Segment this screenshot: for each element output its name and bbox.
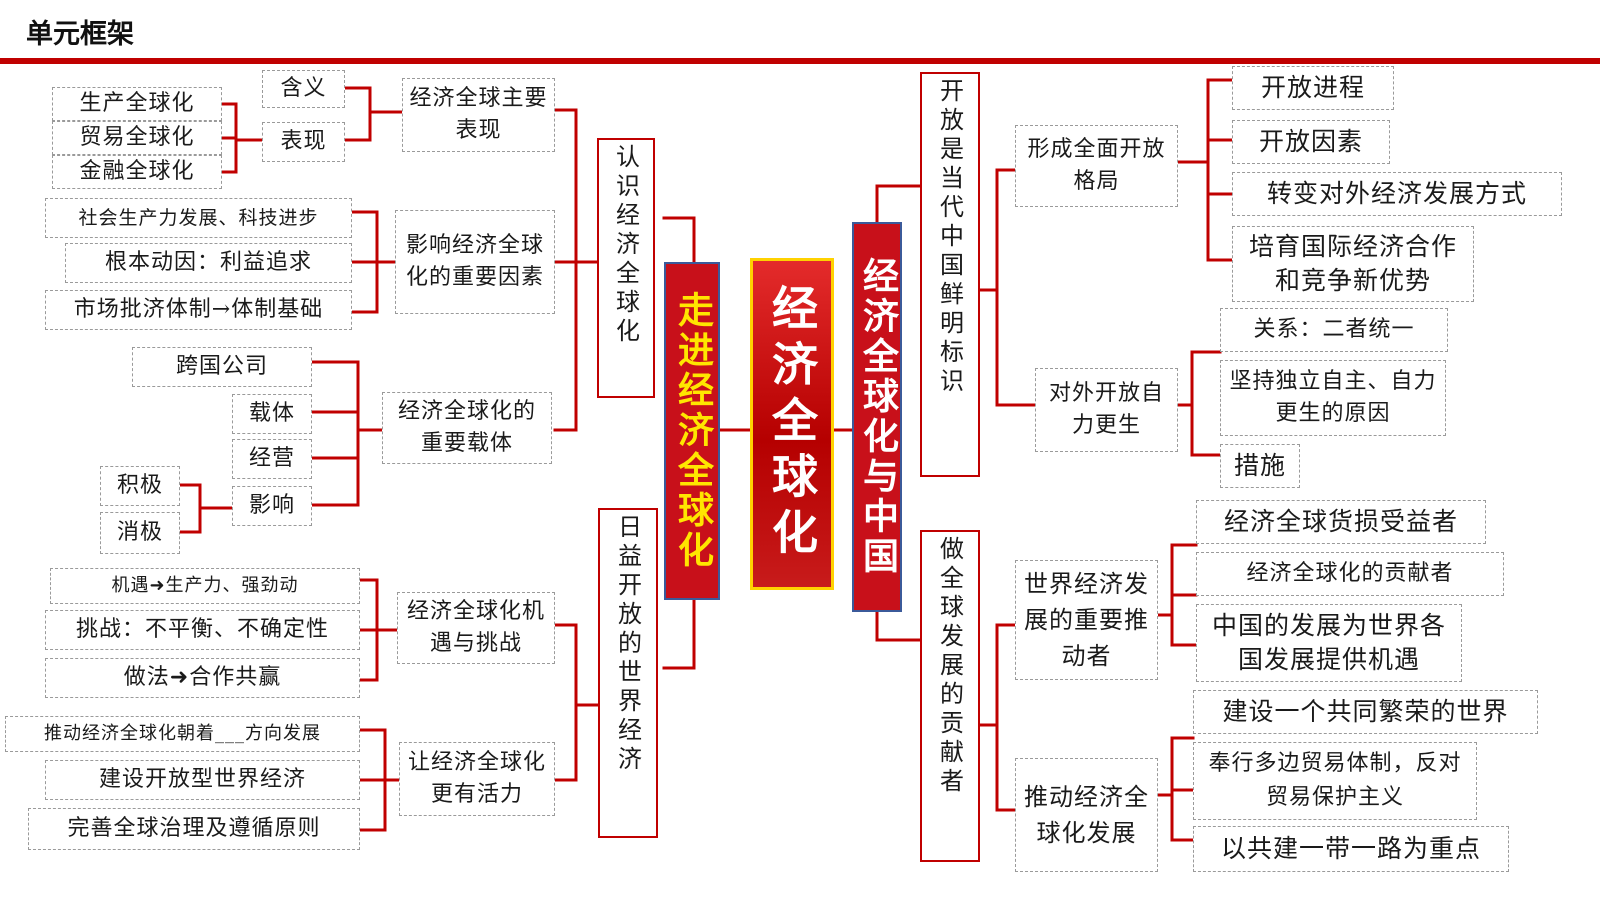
right-branch: 经济全球化与中国 (852, 222, 902, 612)
section-contributor: 做全球发展的贡献者 (920, 530, 980, 862)
leaf-reasons: 坚持独立自主、自力更生的原因 (1220, 360, 1446, 436)
leaf-governance: 完善全球治理及遵循原则 (28, 808, 360, 850)
sub-carrier: 载体 (232, 394, 312, 434)
leaf-opening-process: 开放进程 (1232, 66, 1394, 110)
group-main-manifestations: 经济全球主要表现 (402, 78, 555, 152)
leaf-motive: 根本动因：利益追求 (65, 243, 352, 283)
leaf-relationship: 关系：二者统一 (1220, 308, 1448, 352)
leaf-opportunity: 机遇➜生产力、强劲动 (50, 568, 360, 604)
group-comprehensive-opening: 形成全面开放格局 (1015, 125, 1178, 207)
sub-meaning: 含义 (262, 70, 345, 108)
leaf-market-system: 市场批济体制→体制基础 (45, 290, 352, 330)
group-promote-globalization: 推动经济全球化发展 (1015, 758, 1158, 872)
leaf-measures: 措施 (1220, 444, 1300, 488)
leaf-direction: 推动经济全球化朝着___方向发展 (5, 716, 360, 752)
header-divider (0, 58, 1600, 64)
leaf-negative: 消极 (100, 512, 180, 554)
leaf-new-advantages: 培育国际经济合作和竞争新优势 (1232, 226, 1474, 302)
leaf-opening-factors: 开放因素 (1232, 120, 1390, 164)
group-important-carrier: 经济全球化的重要载体 (382, 392, 552, 464)
leaf-positive: 积极 (100, 466, 180, 506)
central-topic: 经济全球化 (750, 258, 834, 590)
leaf-transform-mode: 转变对外经济发展方式 (1232, 172, 1562, 216)
group-important-driver: 世界经济发展的重要推动者 (1015, 560, 1158, 680)
right-branch-title: 经济全球化与中国 (857, 257, 898, 577)
leaf-development-opportunity: 中国的发展为世界各国发展提供机遇 (1196, 604, 1462, 682)
sub-influence: 影响 (232, 486, 312, 526)
leaf-approach: 做法➜合作共赢 (45, 658, 360, 698)
leaf-trade-globalization: 贸易全球化 (52, 121, 222, 155)
leaf-challenge: 挑战：不平衡、不确定性 (45, 610, 360, 650)
left-branch-title: 走进经济全球化 (672, 291, 713, 571)
leaf-production-globalization: 生产全球化 (52, 87, 222, 121)
leaf-multilateral-trade: 奉行多边贸易体制，反对贸易保护主义 (1193, 742, 1477, 820)
sub-operation: 经营 (232, 439, 312, 479)
leaf-common-prosperity: 建设一个共同繁荣的世界 (1193, 690, 1538, 734)
group-more-vitality: 让经济全球化更有活力 (399, 742, 555, 816)
leaf-belt-and-road: 以共建一带一路为重点 (1193, 826, 1509, 872)
leaf-open-economy: 建设开放型世界经济 (45, 760, 360, 800)
leaf-productivity: 社会生产力发展、科技进步 (45, 198, 352, 238)
leaf-beneficiary: 经济全球货损受益者 (1196, 500, 1486, 544)
page-title: 单元框架 (26, 19, 134, 50)
left-branch: 走进经济全球化 (664, 262, 720, 600)
group-self-reliance: 对外开放自力更生 (1035, 368, 1178, 452)
group-important-factors: 影响经济全球化的重要因素 (395, 210, 555, 314)
leaf-contributor: 经济全球化的贡献者 (1196, 552, 1504, 596)
leaf-finance-globalization: 金融全球化 (52, 155, 222, 189)
section-open-identity: 开放是当代中国鲜明标识 (920, 72, 980, 477)
sub-manifestation: 表现 (262, 122, 345, 162)
group-opportunities-challenges: 经济全球化机遇与挑战 (397, 592, 555, 664)
section-recognize: 认识经济全球化 (597, 138, 655, 398)
header: 单元框架 (0, 0, 1600, 64)
central-topic-title: 经济全球化 (765, 284, 819, 564)
sub-multinational: 跨国公司 (132, 347, 312, 387)
section-open-world-economy: 日益开放的世界经济 (598, 508, 658, 838)
